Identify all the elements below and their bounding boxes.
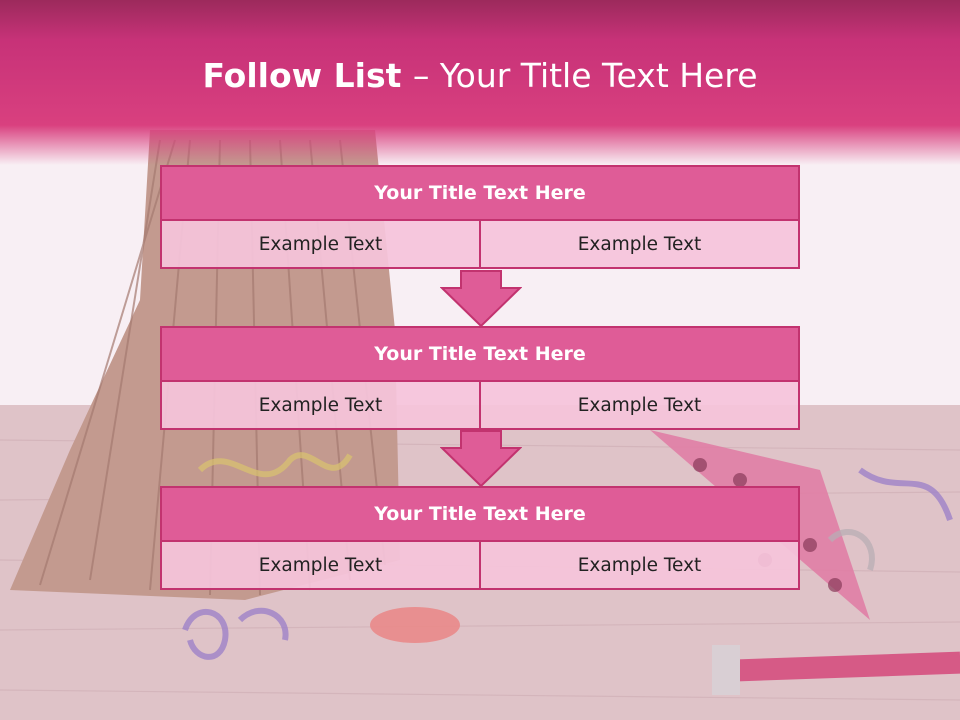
block-cell-left: Example Text bbox=[160, 380, 481, 430]
block-cell-left: Example Text bbox=[160, 219, 481, 269]
block-title: Your Title Text Here bbox=[160, 326, 800, 382]
slide-title: Follow List – Your Title Text Here bbox=[0, 52, 960, 100]
list-block-3: Your Title Text Here Example Text Exampl… bbox=[160, 486, 800, 590]
list-block-2: Your Title Text Here Example Text Exampl… bbox=[160, 326, 800, 430]
block-cell-right: Example Text bbox=[479, 540, 800, 590]
block-cell-left: Example Text bbox=[160, 540, 481, 590]
slide-title-bold: Follow List bbox=[202, 56, 413, 95]
block-row: Example Text Example Text bbox=[160, 380, 800, 430]
block-row: Example Text Example Text bbox=[160, 540, 800, 590]
down-arrow-icon bbox=[440, 430, 522, 488]
block-title: Your Title Text Here bbox=[160, 165, 800, 221]
block-title: Your Title Text Here bbox=[160, 486, 800, 542]
block-row: Example Text Example Text bbox=[160, 219, 800, 269]
list-block-1: Your Title Text Here Example Text Exampl… bbox=[160, 165, 800, 269]
slide-title-rest: – Your Title Text Here bbox=[412, 56, 758, 95]
block-cell-right: Example Text bbox=[479, 380, 800, 430]
header-band bbox=[0, 0, 960, 165]
down-arrow-icon bbox=[440, 270, 522, 328]
block-cell-right: Example Text bbox=[479, 219, 800, 269]
